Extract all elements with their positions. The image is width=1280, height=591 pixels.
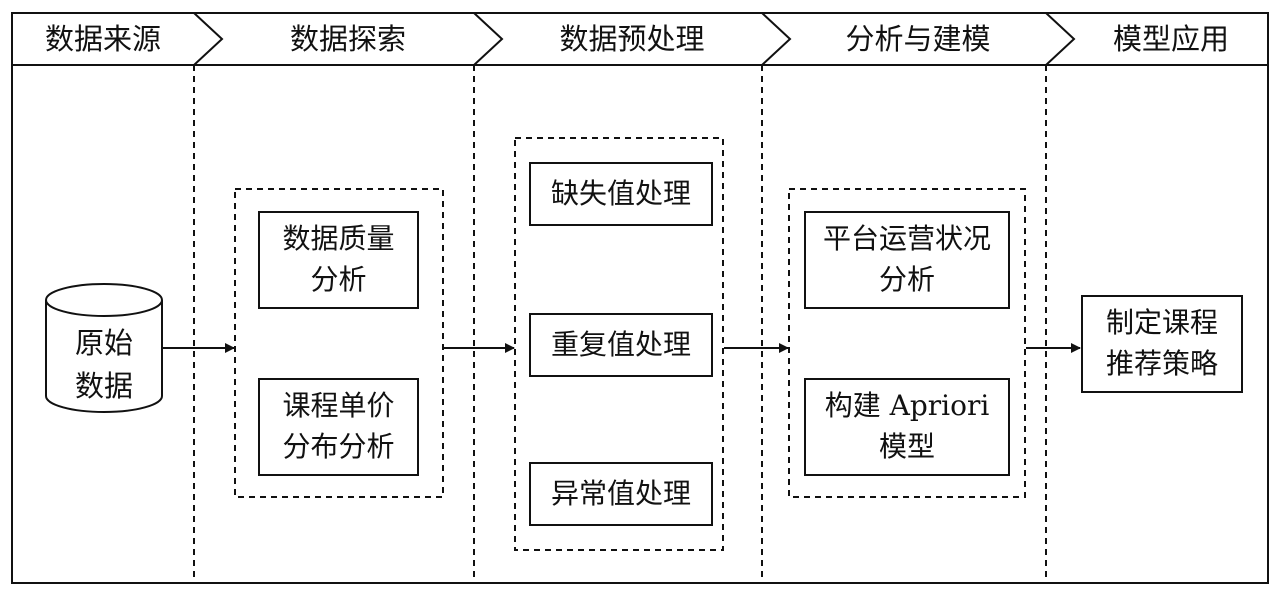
preprocessing-group [514,137,724,551]
preprocessing-box-outliers: 异常值处理 [529,462,713,526]
modeling-box-apriori-model: 构建 Apriori 模型 [804,378,1010,476]
header-chevrons [12,12,1268,66]
exploration-group [234,188,444,498]
stage-separators [193,65,1047,583]
modeling-group [788,188,1026,498]
source-cylinder [45,283,163,413]
source-data-label: 原始 数据 [74,325,133,404]
exploration-box-data-quality: 数据质量 分析 [258,211,419,309]
modeling-box-platform-analysis: 平台运营状况 分析 [804,211,1010,309]
outer-frame [11,12,1269,584]
stage-label-data-exploration: 数据探索 [289,22,406,56]
stage-label-modeling: 分析与建模 [845,22,991,56]
exploration-box-price-distribution: 课程单价 分布分析 [258,378,419,476]
stage-label-preprocessing: 数据预处理 [559,22,705,56]
stage-label-application: 模型应用 [1112,22,1229,56]
stage-label-data-source: 数据来源 [44,22,161,56]
application-box-recommendation-strategy: 制定课程 推荐策略 [1081,295,1243,393]
preprocessing-box-missing-values: 缺失值处理 [529,162,713,226]
preprocessing-box-duplicate-values: 重复值处理 [529,313,713,377]
